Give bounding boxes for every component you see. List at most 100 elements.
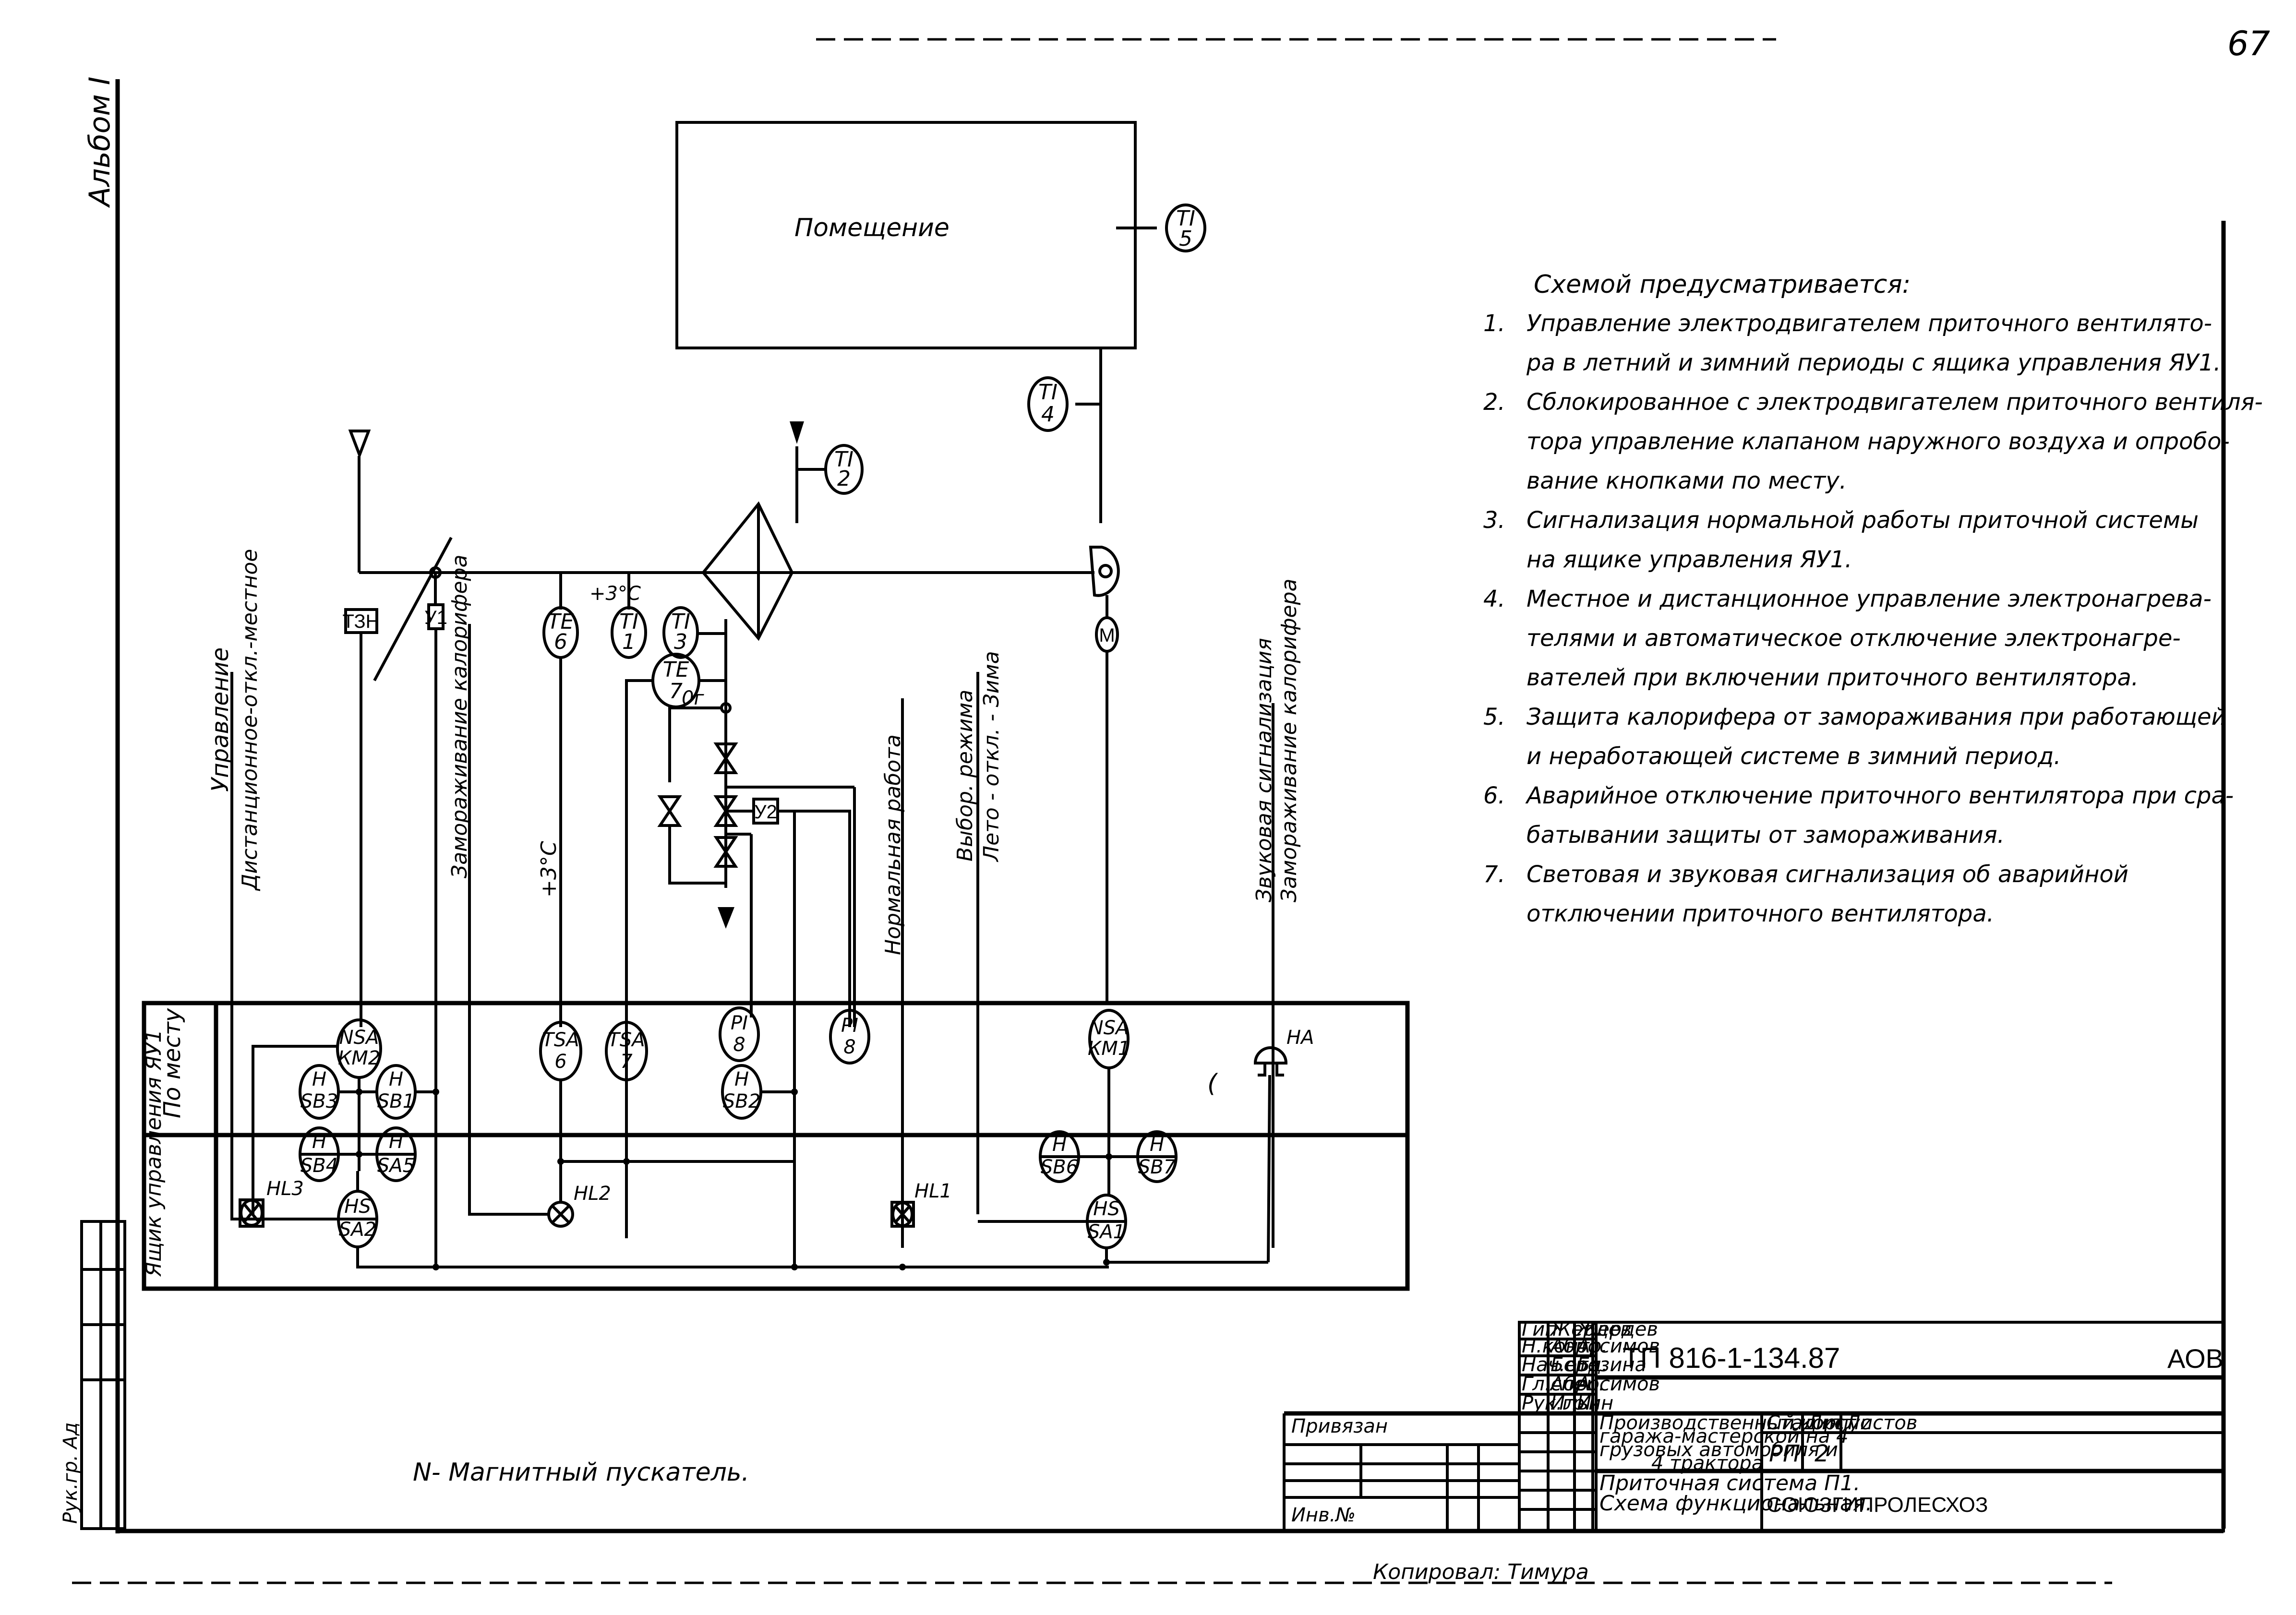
- device-tag: H: [312, 1068, 326, 1090]
- instrument-ti5: TI 5: [1165, 203, 1206, 252]
- document-code: ТП 816-1-134.87: [1623, 1342, 1840, 1374]
- signature-mark: А: [1575, 1335, 1590, 1357]
- signature-name: Ильин: [1551, 1392, 1613, 1414]
- device-number: SA5: [377, 1155, 415, 1177]
- device-number: 8: [843, 1036, 855, 1058]
- control-valve-icon: [713, 795, 738, 827]
- signature-name: Березина: [1551, 1354, 1647, 1376]
- stray-mark: (: [1207, 1069, 1218, 1098]
- instrument-number: 1: [622, 630, 636, 654]
- instrument-number: 6: [554, 630, 567, 654]
- note-number: 6.: [1483, 782, 1505, 809]
- device-tag: TSA: [542, 1029, 579, 1051]
- instrument-ti3: TI 3: [662, 606, 699, 659]
- device-tag: HS: [344, 1196, 371, 1218]
- sound-alarm-label: Звуковая сигнализация: [1252, 638, 1276, 902]
- device-tag: HS: [1093, 1198, 1119, 1220]
- device-h-sb6: H SB6: [1039, 1130, 1080, 1183]
- control-panel: [142, 1001, 1410, 1291]
- drawing-title-line: Приточная система П1.: [1599, 1471, 1860, 1495]
- junction-dot: [791, 1089, 798, 1095]
- junction-dot: [433, 1264, 439, 1270]
- note-line: Защита калорифера от замораживания при р…: [1527, 704, 2226, 730]
- device-tag: H: [389, 1131, 403, 1153]
- horn-label: HA: [1286, 1027, 1314, 1049]
- device-number: SB7: [1138, 1156, 1176, 1178]
- object-name-line: грузовых автомобиля и: [1599, 1439, 1838, 1461]
- device-tag: PI: [731, 1012, 748, 1034]
- bypass-line: [668, 706, 721, 782]
- horn-line: [1267, 1075, 1271, 1263]
- device-number: SB3: [301, 1090, 338, 1113]
- junction-dot: [1103, 1259, 1110, 1266]
- panel-row-local-label: По месту: [159, 1008, 186, 1118]
- note-line: и неработающей системе в зимний период.: [1527, 743, 2061, 770]
- lamp-hl2-icon: [547, 1201, 574, 1228]
- signature-role: Рук.гр.: [1522, 1392, 1591, 1414]
- supply-arrow-icon: [790, 421, 804, 444]
- note-line: отключении приточного вентилятора.: [1527, 900, 1994, 927]
- side-stamp: Рук.гр. Ад: [60, 1220, 126, 1530]
- signature-mark: Б: [1577, 1354, 1590, 1376]
- title-block: ГипЖердевЖердевН.контр.АбросимовАНач.отд…: [1283, 1318, 2225, 1532]
- inventory-label: Инв.№: [1291, 1504, 1356, 1526]
- lamp-hl3-icon: [239, 1198, 264, 1228]
- object-name-line: гаража-мастерской на 4: [1599, 1425, 1849, 1448]
- note-number: 7.: [1483, 861, 1505, 888]
- device-h-sb1: H SB1: [375, 1064, 417, 1120]
- note-line: вание кнопками по месту.: [1527, 467, 1847, 494]
- copy-signature: Копировал: Тимура: [1373, 1560, 1589, 1584]
- valve-bottom-icon: [713, 836, 738, 868]
- actuator-label: У1: [424, 607, 447, 628]
- sheet-header: Лист: [1806, 1412, 1857, 1434]
- sheet-value: 2: [1815, 1440, 1829, 1467]
- device-number: SB6: [1041, 1156, 1078, 1178]
- air-intake-icon: [348, 430, 371, 459]
- device-tag: H: [734, 1068, 749, 1090]
- device-number: SB4: [301, 1155, 338, 1177]
- device-pi8-b: PI 8: [829, 1009, 870, 1065]
- control-label: Управление: [207, 647, 234, 792]
- device-number: SA2: [339, 1219, 376, 1241]
- stage-header: Стадия: [1767, 1412, 1840, 1434]
- instrument-number: 7: [669, 679, 683, 704]
- device-tag: H: [312, 1131, 326, 1153]
- note-number: 1.: [1483, 310, 1505, 337]
- drain-arrow-icon: [718, 907, 734, 929]
- instrument-tag: TI: [1176, 206, 1195, 231]
- mode-select-options: Лето - откл. - Зима: [979, 651, 1004, 862]
- sa1-to-alarm: [1105, 1248, 1268, 1264]
- notes-block: Схемой предусматривается: 1.Управление э…: [1483, 270, 2263, 927]
- device-number: SB2: [723, 1090, 760, 1113]
- organization-name: СОЮЗГИПРОЛЕСХОЗ: [1767, 1493, 1988, 1517]
- device-number: SB1: [377, 1090, 415, 1113]
- device-number: 6: [554, 1051, 566, 1073]
- device-tag: PI: [841, 1015, 858, 1037]
- mode-select-label: Выбор. режима: [953, 690, 977, 861]
- device-number: КМ1: [1088, 1038, 1130, 1060]
- signature-role: Гл.спец.: [1522, 1373, 1605, 1395]
- note-line: Управление электродвигателем приточного …: [1527, 310, 2212, 337]
- instrument-tag: TI: [1038, 380, 1058, 405]
- lamp-hl3-label: HL3: [266, 1178, 304, 1200]
- lamp-hl2-label: HL2: [574, 1183, 611, 1205]
- device-tag: NSA: [1089, 1017, 1129, 1039]
- note-line: Световая и звуковая сигнализация об авар…: [1527, 861, 2128, 888]
- signature-role: Гип: [1522, 1318, 1557, 1340]
- junction-dot: [899, 1264, 906, 1270]
- instrument-tag: TE: [548, 610, 574, 634]
- junction-dot: [623, 1158, 630, 1165]
- device-h-sb4: H SB4: [299, 1126, 340, 1182]
- page-number: 67: [2227, 24, 2270, 63]
- fan-icon: [1089, 546, 1120, 597]
- signature-role: Нач.отд.: [1522, 1354, 1608, 1376]
- device-tag: NSA: [339, 1027, 379, 1049]
- sheets-header: Листов: [1845, 1412, 1917, 1434]
- device-number: 8: [733, 1034, 745, 1056]
- device-tag: H: [1052, 1134, 1067, 1156]
- temp-setpoint-label: +3°C: [589, 583, 641, 605]
- sa2-to-left: [230, 1003, 338, 1220]
- drawing-title-line: Схема функциональная.: [1599, 1491, 1872, 1516]
- instrument-ti2: TI 2: [824, 444, 864, 495]
- device-hs-sa2: HS SA2: [337, 1190, 378, 1248]
